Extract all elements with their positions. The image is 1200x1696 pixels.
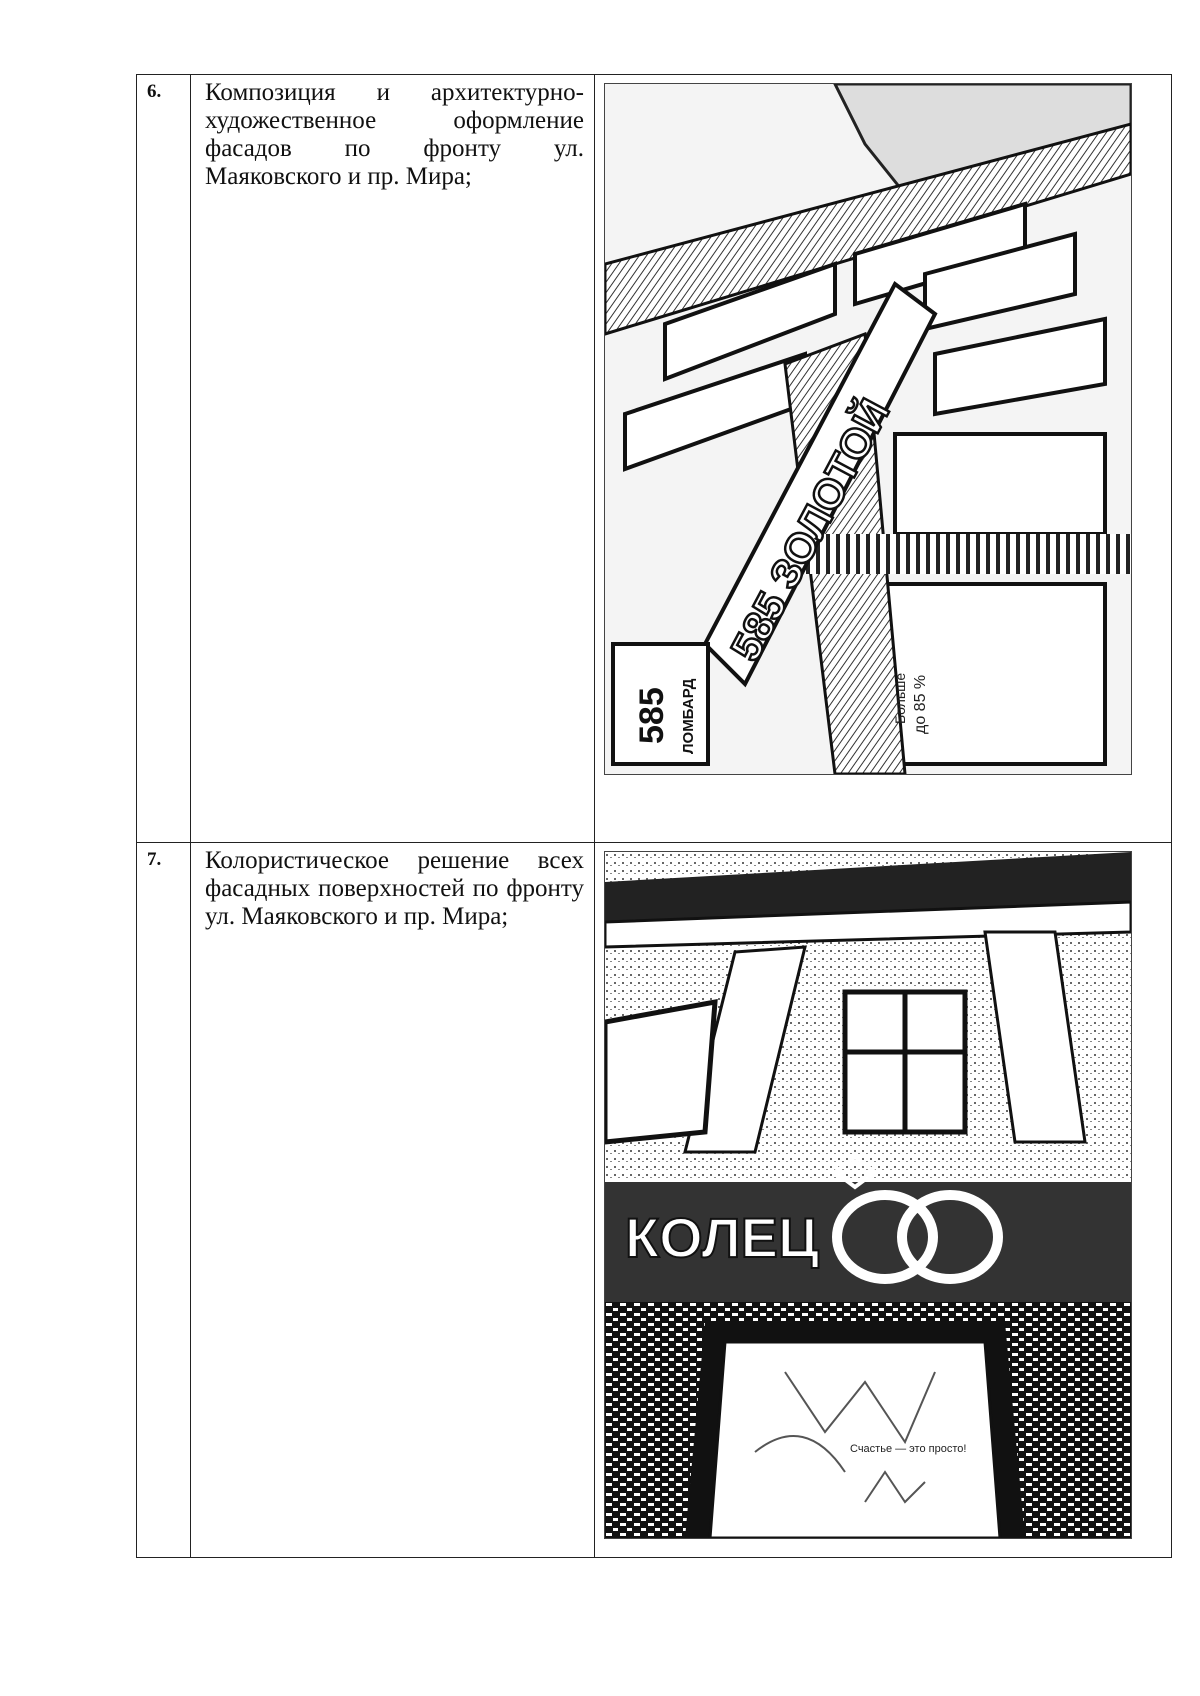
row-number-cell: 6. xyxy=(136,74,191,843)
table-row: 6. Композиция и архитектурно-художествен… xyxy=(136,74,1172,843)
facade-photo-kolets: КОЛЕЦ Счастье — это просто! xyxy=(604,851,1132,1539)
table-row: 7. Колористическое решение всех фасадных… xyxy=(136,842,1172,1558)
row-description: Колористическое решение всех фасадных по… xyxy=(205,847,584,930)
poster-text-happiness: Счастье — это просто! xyxy=(850,1443,966,1455)
sign-585: 585 xyxy=(633,687,671,744)
row-description: Композиция и архитектурно-художественное… xyxy=(205,79,584,190)
sign-lombard: ЛОМБАРД xyxy=(680,678,697,754)
poster-text-85: до 85 % xyxy=(912,675,929,734)
photo-cell: КОЛЕЦ Счастье — это просто! xyxy=(594,842,1172,1558)
poster-text-more: Больше xyxy=(892,673,908,724)
facade-photo-mayakovskogo: 585 ЗОЛОТОЙ 585 ЛОМБАРД Больше до 85 % xyxy=(604,83,1132,775)
row-number: 7. xyxy=(147,849,162,870)
sign-kolets: КОЛЕЦ xyxy=(625,1206,819,1269)
row-number: 6. xyxy=(147,81,162,102)
row-number-cell: 7. xyxy=(136,842,191,1558)
description-cell: Композиция и архитектурно-художественное… xyxy=(190,74,595,843)
description-cell: Колористическое решение всех фасадных по… xyxy=(190,842,595,1558)
facade-elements-table: 6. Композиция и архитектурно-художествен… xyxy=(136,74,1172,1558)
photo-cell: 585 ЗОЛОТОЙ 585 ЛОМБАРД Больше до 85 % xyxy=(594,74,1172,843)
